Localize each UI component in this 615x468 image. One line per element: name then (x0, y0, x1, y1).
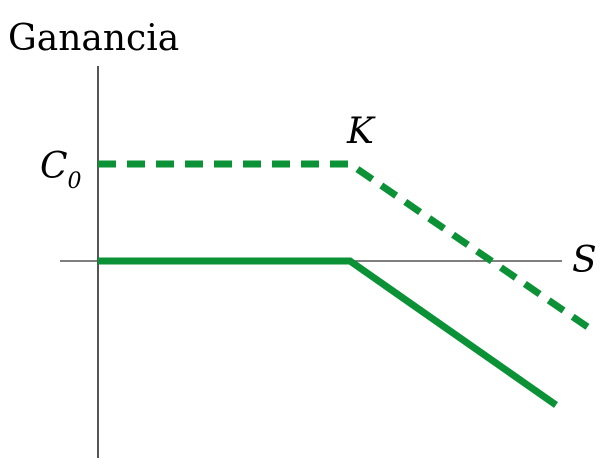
y-axis-label: Ganancia (8, 18, 179, 59)
premium-label: C0 (40, 146, 82, 194)
x-axis-label: S (572, 240, 597, 281)
profit-dashed-line (98, 160, 594, 333)
strike-label: K (346, 111, 376, 152)
premium-label-main: C (40, 146, 68, 187)
payoff-solid-line (98, 257, 559, 408)
premium-label-subscript: 0 (68, 169, 82, 194)
